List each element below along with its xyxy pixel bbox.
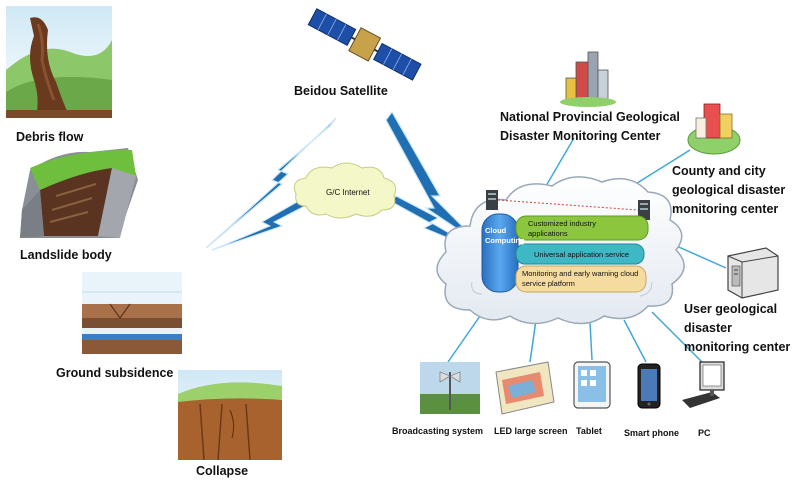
customized-industry-line-2: applications: [528, 229, 568, 238]
cloud-computing-label: Cloud Computing: [485, 226, 525, 246]
led-large-screen-label: LED large screen: [494, 426, 568, 436]
tablet-label: Tablet: [576, 426, 602, 436]
internet-cloud: [293, 162, 397, 219]
county-center-line-1: County and city: [672, 164, 766, 178]
user-center-label: User geological disaster monitoring cent…: [684, 300, 790, 357]
ground-subsidence-label: Ground subsidence: [56, 366, 174, 380]
debris-flow-image: [6, 6, 112, 119]
national-center-line-2: Disaster Monitoring Center: [500, 129, 661, 143]
led-large-screen-icon: [495, 361, 555, 415]
customized-industry-line-1: Customized industry: [528, 219, 596, 228]
pc-icon: [682, 361, 725, 408]
internet-label: G/C Internet: [326, 188, 370, 197]
monitoring-platform-line-2: service platform: [522, 279, 575, 288]
smart-phone-label: Smart phone: [624, 428, 680, 438]
pc-label: PC: [698, 428, 711, 438]
monitoring-platform-line-1: Monitoring and early warning cloud: [522, 269, 639, 278]
universal-service-label: Universal application service: [534, 250, 630, 259]
server-link: [497, 199, 639, 211]
band-monitoring-platform: [515, 265, 647, 293]
monitoring-platform-label: Monitoring and early warning cloud servi…: [522, 269, 638, 289]
band-universal-service: [515, 243, 645, 265]
connector-lines: [447, 137, 727, 363]
satellite-link-left: [205, 117, 337, 249]
user-center-line-2: disaster: [684, 321, 732, 335]
user-center-device-icon: [727, 247, 779, 299]
server-icon-right: [638, 200, 650, 220]
broadcasting-system-label: Broadcasting system: [392, 426, 484, 436]
satellite-link-right: [385, 110, 481, 245]
national-center-buildings-icon: [560, 51, 616, 107]
beidou-satellite-icon: [307, 8, 422, 81]
customized-industry-label: Customized industry applications: [528, 219, 596, 239]
beidou-satellite-label: Beidou Satellite: [294, 84, 388, 98]
smart-phone-icon: [637, 363, 661, 409]
county-center-label: County and city geological disaster moni…: [672, 162, 785, 219]
landslide-body-image: [20, 148, 138, 238]
user-center-line-1: User geological: [684, 302, 778, 316]
band-customized-industry: [515, 215, 649, 241]
landslide-body-label: Landslide body: [20, 248, 112, 262]
collapse-image: [178, 370, 282, 461]
server-icon-left: [486, 190, 498, 210]
debris-flow-label: Debris flow: [16, 130, 84, 144]
national-center-line-1: National Provincial Geological: [500, 110, 680, 124]
user-center-line-3: monitoring center: [684, 340, 791, 354]
cloud-computing-line-2: Computing: [485, 236, 525, 245]
county-center-buildings-icon: [687, 103, 741, 155]
tablet-icon: [573, 361, 611, 409]
broadcasting-system-icon: [420, 362, 480, 414]
ground-subsidence-image: [82, 272, 182, 354]
county-center-line-3: monitoring center: [672, 202, 779, 216]
cloud-computing-line-1: Cloud: [485, 226, 507, 235]
cloud-service-bands: [515, 215, 649, 293]
county-center-line-2: geological disaster: [672, 183, 786, 197]
national-center-label: National Provincial Geological Disaster …: [500, 108, 680, 146]
collapse-label: Collapse: [196, 464, 249, 478]
